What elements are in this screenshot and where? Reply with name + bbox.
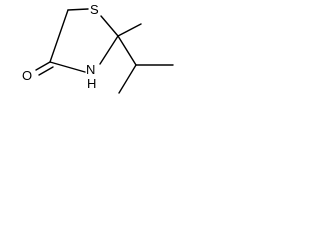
hydrogen-atom-label: H	[87, 76, 96, 91]
bond-c2-methyl	[117, 23, 142, 37]
bond-c2-ch	[117, 35, 137, 66]
bond-c5-s1	[67, 8, 89, 11]
nitrogen-atom-label: N	[86, 62, 95, 77]
bond-ch-me-b	[118, 64, 137, 94]
bond-n3-c4	[49, 61, 86, 73]
bond-c4-c5	[49, 9, 69, 63]
oxygen-atom-label: O	[22, 68, 32, 83]
bond-c2-n3	[99, 35, 119, 65]
bond-s1-c2	[100, 15, 119, 37]
bond-c4-o-1	[35, 61, 51, 71]
sulfur-atom-label: S	[90, 2, 99, 17]
bond-c4-o-2	[38, 66, 54, 76]
chemical-structure-diagram: S N H O	[22, 2, 174, 94]
